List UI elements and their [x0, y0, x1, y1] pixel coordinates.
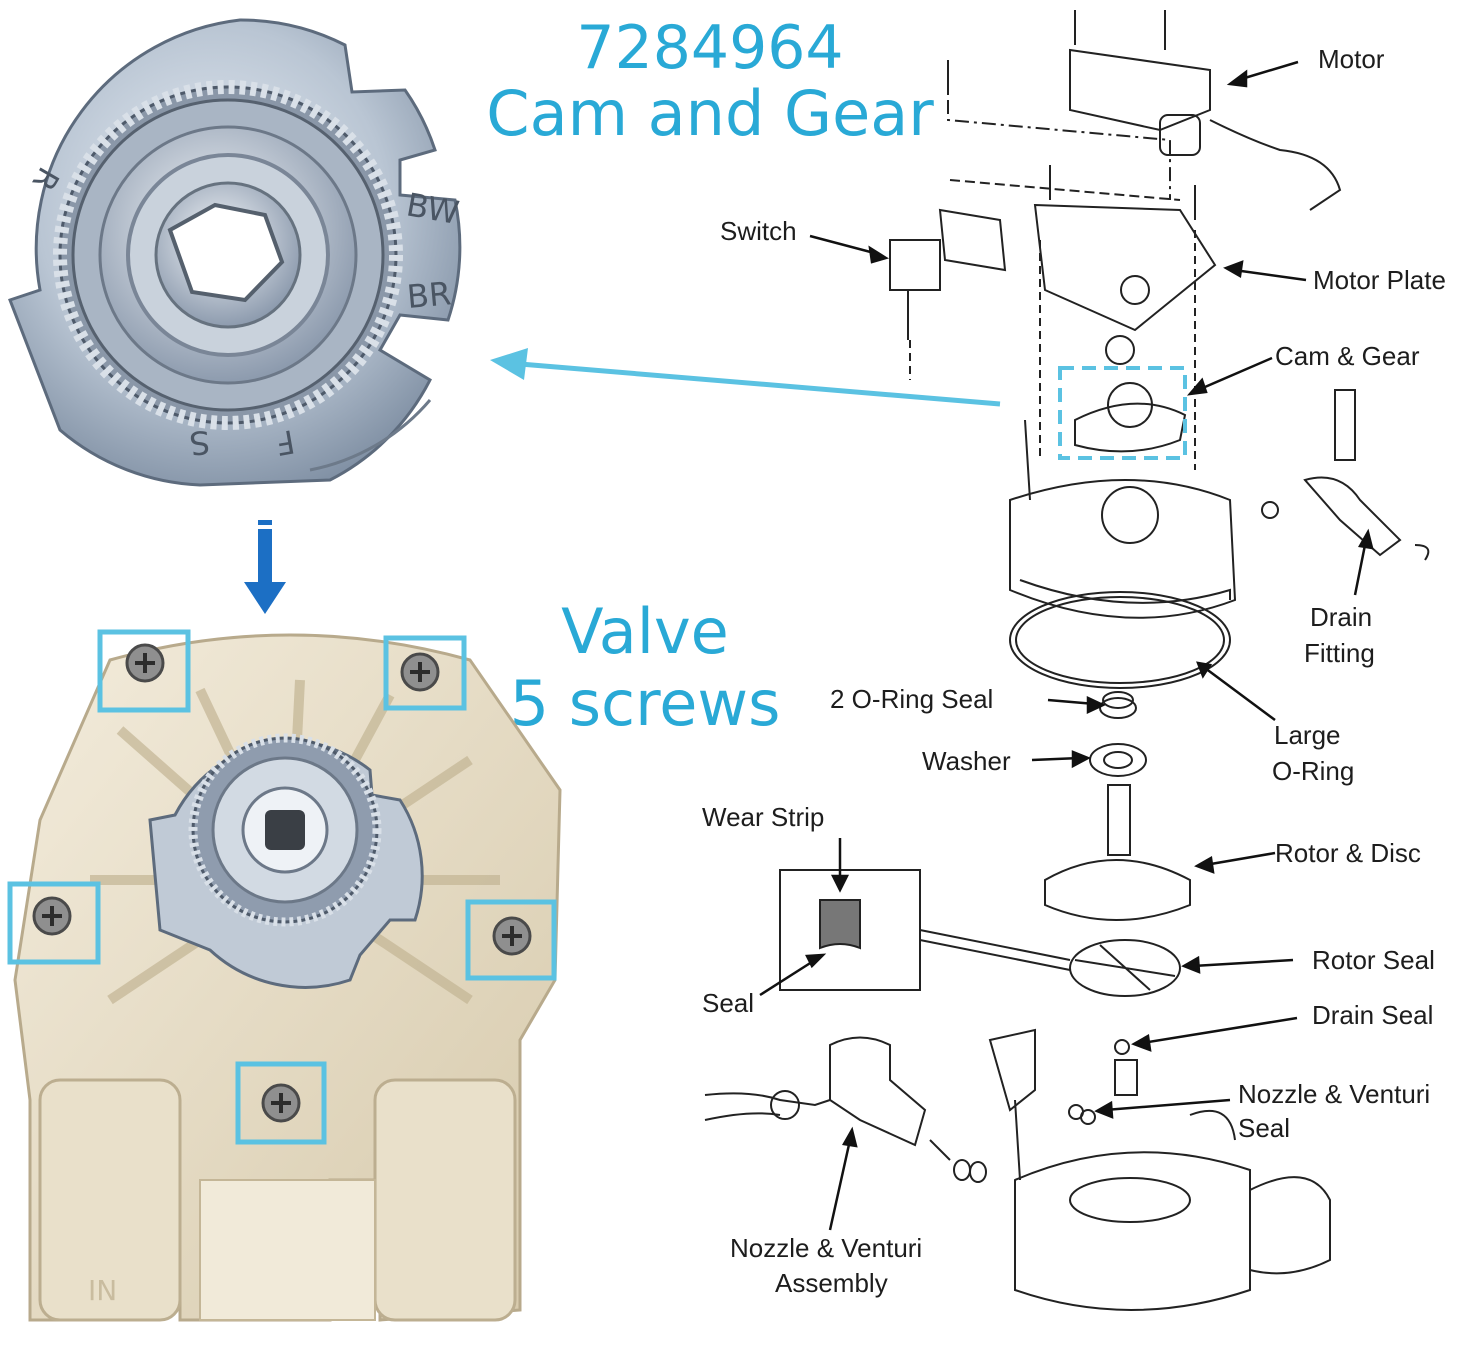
- part-name-heading: Cam and Gear: [486, 77, 934, 150]
- motor-part: [1069, 48, 1211, 132]
- screw-top-right: [383, 635, 467, 711]
- nozzle-venturi-part: [829, 1036, 927, 1147]
- cam-gear-photo: BW BR R S F: [8, 18, 462, 487]
- down-arrow-icon: [244, 520, 286, 614]
- cam-highlight-box: [1058, 366, 1187, 460]
- callout-nozzle-seal-line1: Nozzle & Venturi: [1238, 1079, 1431, 1109]
- rotor-seal-part: [1069, 939, 1181, 997]
- callout-wear-strip: Wear Strip: [702, 802, 825, 832]
- rotor-disc-part: [1044, 859, 1191, 921]
- callout-nozzle-assembly-line2: Assembly: [775, 1268, 888, 1298]
- callout-drain-seal: Drain Seal: [1312, 1000, 1434, 1030]
- callout-cam-gear: Cam & Gear: [1275, 341, 1420, 371]
- callout-drain-fitting-line1: Drain: [1310, 602, 1373, 632]
- callout-motor-plate: Motor Plate: [1313, 265, 1446, 295]
- callout-nozzle-seal-line2: Seal: [1238, 1113, 1291, 1143]
- motor-plate-part: [1033, 203, 1217, 332]
- callout-o-ring-seal: 2 O-Ring Seal: [830, 684, 994, 714]
- callout-rotor-seal: Rotor Seal: [1312, 945, 1435, 975]
- callout-switch: Switch: [720, 216, 797, 246]
- lower-valve-body-part: [1014, 1151, 1251, 1311]
- hex-bore: [167, 202, 285, 303]
- screw-mid-left: [7, 881, 101, 965]
- valve-heading: Valve: [561, 595, 729, 668]
- valve-marking-in: IN: [88, 1274, 117, 1307]
- washer-part: [1089, 743, 1147, 777]
- callout-motor: Motor: [1318, 44, 1385, 74]
- drain-fitting-part: [1303, 476, 1402, 557]
- callout-washer: Washer: [922, 746, 1011, 776]
- cam-marking-br: BR: [405, 274, 452, 316]
- screws-heading: 5 screws: [509, 667, 781, 740]
- callout-large-oring-line2: O-Ring: [1272, 756, 1355, 786]
- valve-body-part: [1009, 479, 1237, 619]
- callout-rotor-disc: Rotor & Disc: [1275, 838, 1421, 868]
- part-number-heading: 7284964: [576, 13, 844, 83]
- screw-top-left: [97, 629, 191, 713]
- exploded-parts-diagram: [704, 10, 1430, 1311]
- cam-marking-s: S: [188, 423, 212, 463]
- cam-gear-part: [1074, 402, 1187, 453]
- valve-photo: IN: [7, 629, 562, 1322]
- callout-large-oring-line1: Large: [1274, 720, 1341, 750]
- drain-seal-part: [1114, 1039, 1130, 1055]
- callout-nozzle-assembly-line1: Nozzle & Venturi: [730, 1233, 923, 1263]
- large-oring-part: [1009, 591, 1231, 689]
- callout-seal: Seal: [702, 988, 755, 1018]
- switch-part: [889, 239, 941, 291]
- cam-marking-bw: BW: [404, 185, 462, 232]
- callout-arrow-to-cam: [490, 348, 1001, 407]
- screw-mid-right: [465, 899, 557, 981]
- screw-bottom: [235, 1061, 327, 1145]
- callout-drain-fitting-line2: Fitting: [1304, 638, 1375, 668]
